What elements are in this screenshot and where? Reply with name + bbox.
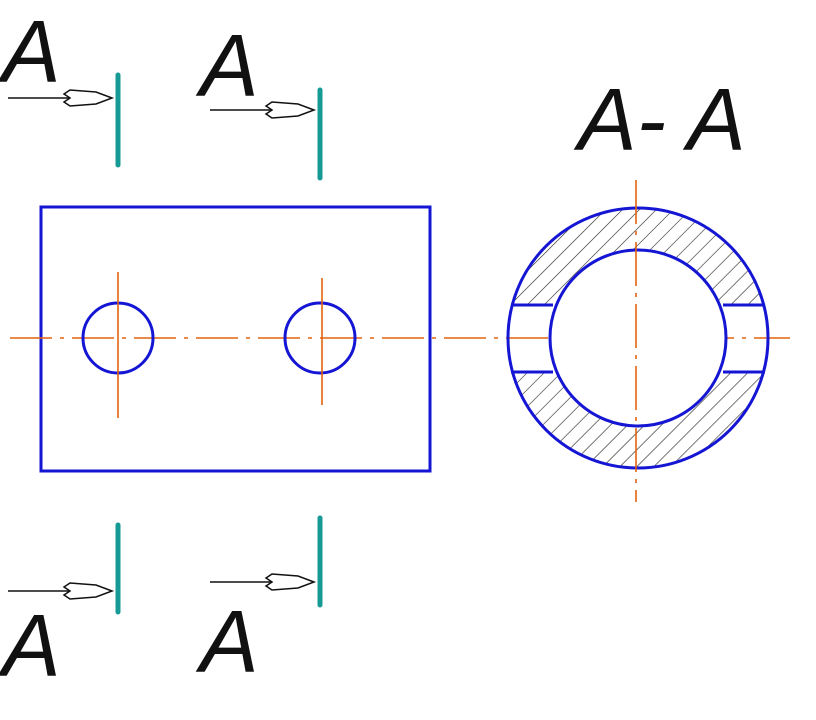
view-arrow-right-top xyxy=(210,101,317,119)
cut-label-right-top: A xyxy=(195,16,259,115)
section-title: A- A xyxy=(573,70,746,169)
section-inner-circle xyxy=(548,248,728,428)
plate-outline xyxy=(39,205,432,473)
section-outer-circle xyxy=(506,206,770,470)
hole-right xyxy=(283,301,357,375)
view-arrow-right-bottom xyxy=(210,573,317,591)
cut-label-left-bottom: A xyxy=(0,596,61,695)
view-arrow-left-bottom xyxy=(8,582,115,600)
view-arrow-left-top xyxy=(8,89,115,107)
section-view xyxy=(506,180,770,502)
cut-label-left-top: A xyxy=(0,2,61,101)
cut-label-right-bottom: A xyxy=(195,592,259,691)
